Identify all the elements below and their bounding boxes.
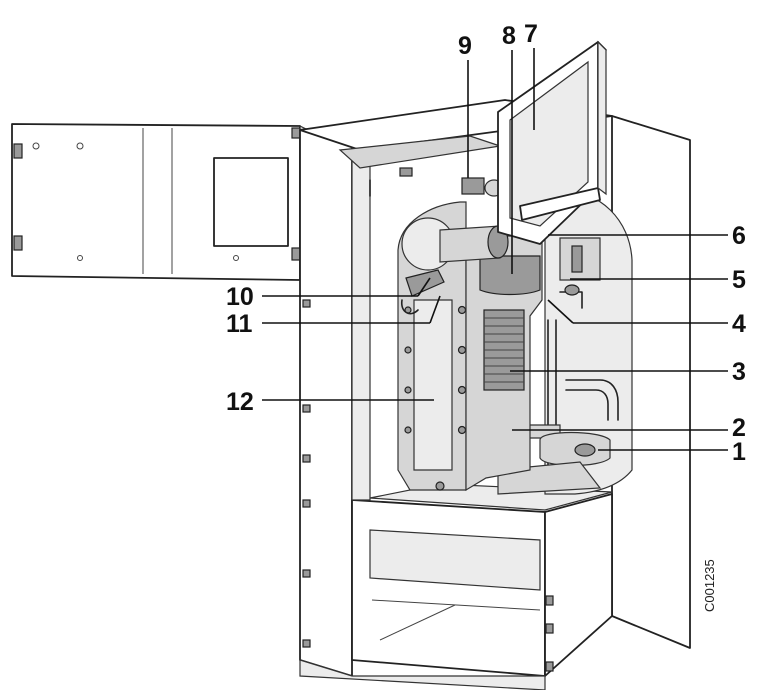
heat-exchanger bbox=[397, 177, 543, 492]
open-front-door bbox=[11, 123, 341, 283]
callout-5: 5 bbox=[732, 266, 746, 294]
callout-9: 9 bbox=[458, 32, 472, 60]
callout-labels: 1 2 3 4 5 6 7 8 9 10 11 12 bbox=[226, 20, 746, 466]
callout-4: 4 bbox=[732, 310, 746, 338]
control-box bbox=[497, 40, 607, 245]
callout-1: 1 bbox=[732, 438, 746, 466]
leader-lines bbox=[262, 48, 728, 451]
callout-6: 6 bbox=[732, 222, 746, 250]
callout-2: 2 bbox=[732, 414, 746, 442]
callout-11: 11 bbox=[226, 310, 253, 338]
figure-code: C001235 bbox=[702, 559, 717, 612]
hydraulic-housing bbox=[497, 189, 633, 495]
callout-10: 10 bbox=[226, 283, 254, 311]
callout-7: 7 bbox=[524, 20, 538, 48]
callout-12: 12 bbox=[226, 388, 254, 416]
callout-8: 8 bbox=[502, 22, 516, 50]
callout-3: 3 bbox=[732, 358, 746, 386]
